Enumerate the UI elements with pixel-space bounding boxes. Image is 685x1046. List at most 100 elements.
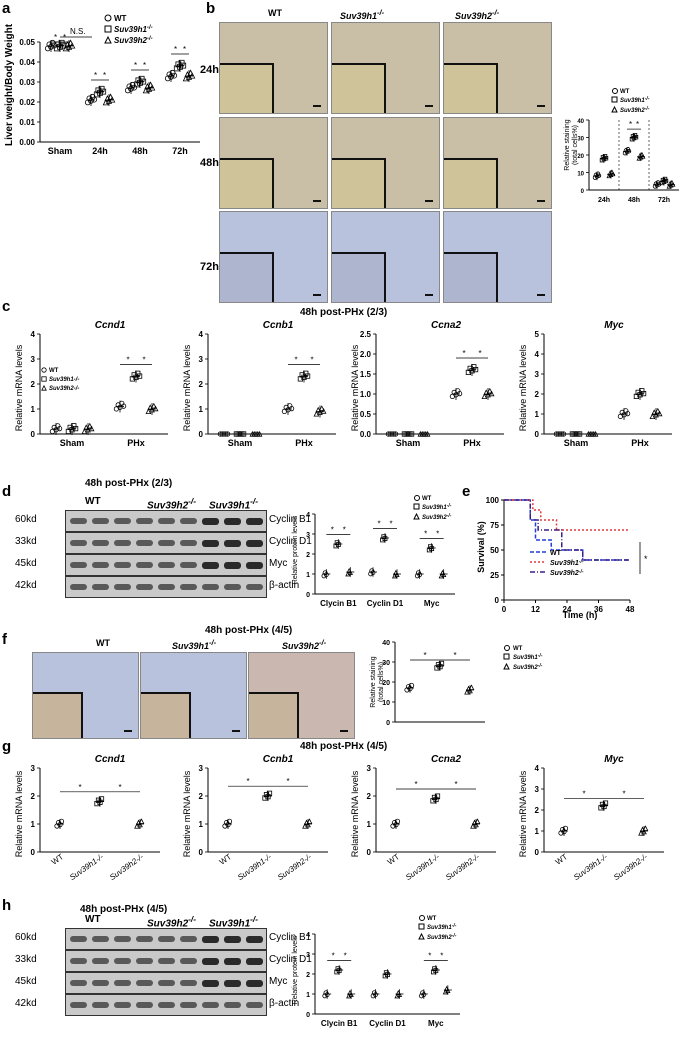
b-ytick: 30	[577, 137, 584, 143]
f-ytick: 30	[382, 660, 390, 667]
g3-star: *	[454, 780, 457, 789]
d-star: *	[377, 519, 380, 528]
blot-band	[158, 562, 175, 569]
c3-xtick: Sham	[396, 438, 421, 448]
b-inset	[332, 158, 386, 208]
b-micrograph	[219, 211, 328, 303]
blot-band	[180, 958, 197, 965]
b-ytick: 0	[581, 189, 585, 195]
scale-bar	[313, 294, 321, 296]
c4-ylabel: Relative mRNA levels	[518, 344, 528, 431]
b-inset	[220, 63, 274, 113]
blot-strip	[65, 994, 267, 1016]
blot-strip	[65, 950, 267, 972]
blot-band	[202, 1002, 219, 1009]
d-ytick: 1	[306, 572, 310, 579]
c1-point	[145, 408, 152, 414]
blot-kd: 60kd	[15, 932, 37, 943]
g4-ytick: 2	[535, 806, 540, 815]
svg-text:Suv39h1-/-: Suv39h1-/-	[114, 25, 153, 34]
g1-ytick: 1	[31, 820, 36, 829]
blot-col-label: Suv39h2-/-	[147, 496, 197, 512]
d-star: *	[343, 525, 346, 534]
h-star: *	[344, 951, 347, 960]
blot-band	[114, 518, 131, 525]
b-micrograph	[219, 22, 328, 114]
blot-band	[224, 958, 241, 965]
c2-point	[320, 408, 327, 414]
c-title: 48h post-PHx (2/3)	[300, 307, 388, 318]
b-ytick: 10	[577, 172, 584, 178]
g-title: 48h post-PHx (4/5)	[300, 741, 388, 752]
blot-band	[114, 936, 131, 943]
blot-strip	[65, 972, 267, 994]
blot-band	[224, 1002, 241, 1009]
blot-band	[70, 562, 87, 569]
blot-band	[246, 562, 263, 569]
b-micrograph	[443, 22, 552, 114]
blot-band	[70, 980, 87, 987]
d-star: *	[436, 529, 439, 538]
g1-xtick: Suv39h2-/-	[108, 852, 145, 882]
blot-band	[224, 584, 241, 591]
blot-band	[202, 540, 219, 547]
a-point	[169, 69, 176, 76]
svg-text:Suv39h2-/-: Suv39h2-/-	[427, 933, 457, 941]
g3-xtick: WT	[386, 852, 401, 867]
g1-point	[58, 818, 65, 824]
blot-band	[158, 584, 175, 591]
blot-band	[202, 936, 219, 943]
legend-f-h2: Suv39h2	[513, 665, 538, 671]
g2-star: *	[246, 777, 249, 786]
panel-label-c: c	[2, 298, 11, 315]
b-row-24h: 24h	[200, 64, 219, 76]
legend-d-h1: Suv39h1	[422, 505, 447, 511]
blot-band	[114, 1002, 131, 1009]
blot-band	[114, 562, 131, 569]
e-xtick: 24	[563, 605, 572, 614]
c2-ytick: 0	[199, 430, 204, 439]
blot-band	[70, 958, 87, 965]
a-ytick: 0.04	[19, 58, 35, 67]
blot-band	[224, 518, 241, 525]
blot-band	[70, 584, 87, 591]
c3-point	[488, 390, 495, 397]
scale-bar	[425, 294, 433, 296]
a-ytick: 0.02	[19, 98, 35, 107]
blot-band	[114, 958, 131, 965]
c4-ytick: 1	[535, 410, 540, 419]
panel-label-g: g	[2, 738, 12, 755]
legend-d-h2: Suv39h2	[422, 515, 447, 521]
legend-b-h1: Suv39h1	[620, 98, 645, 104]
e-survival-line	[504, 499, 630, 531]
f-ytick: 40	[382, 640, 390, 647]
blot-protein: β-actin	[269, 998, 300, 1009]
f-micrograph	[248, 652, 355, 739]
c4-point	[654, 407, 661, 414]
d-title: 48h post-PHx (2/3)	[85, 478, 173, 489]
blot-band	[246, 958, 263, 965]
h-xtick: Myc	[428, 1019, 444, 1028]
scale-bar	[425, 105, 433, 107]
chart-f-ylabel2: (total cells%)	[378, 662, 385, 702]
b-col-wt: WT	[268, 8, 282, 18]
c4-point	[651, 409, 658, 415]
g2-point	[226, 818, 233, 824]
svg-text:Suv39h2-/-: Suv39h2-/-	[114, 36, 153, 45]
b-micrograph	[331, 117, 440, 209]
blot-band	[158, 958, 175, 965]
h-ytick: 0	[306, 1012, 310, 1019]
g4-ytick: 0	[535, 848, 540, 857]
g3-ytick: 2	[367, 792, 372, 801]
blot-protein: Cyclin D1	[269, 954, 312, 965]
chart-f-ylabel1: Relative staining	[370, 656, 377, 707]
c3-ytick: 1.5	[360, 370, 372, 379]
c4-point	[656, 410, 663, 417]
h-star: *	[332, 951, 335, 960]
g2-xtick: Suv39h2-/-	[276, 852, 313, 882]
